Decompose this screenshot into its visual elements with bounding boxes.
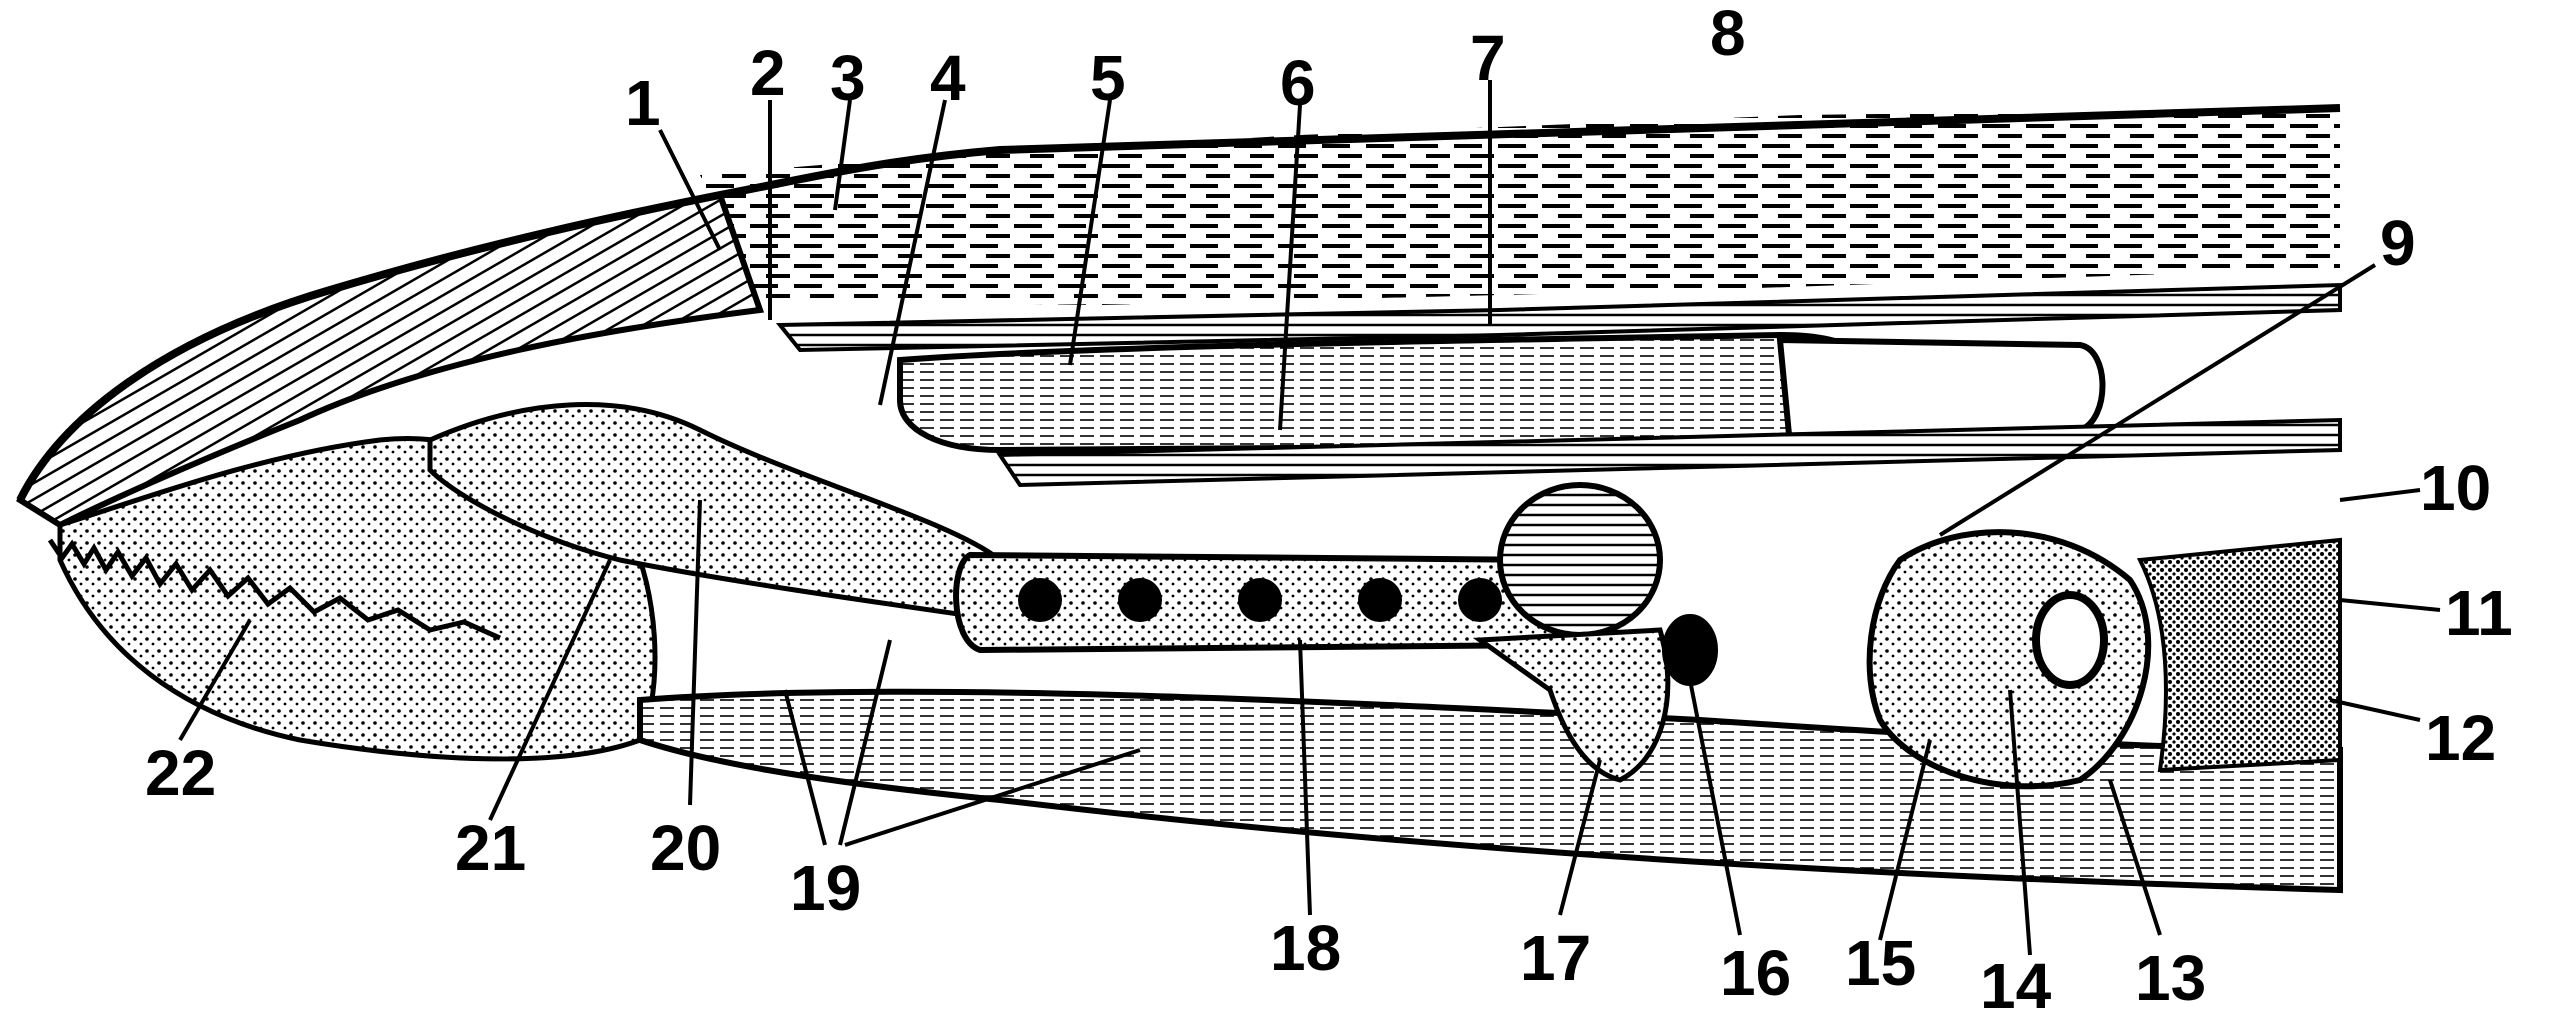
label-5: 5 (1090, 42, 1126, 114)
heart-spiral (1497, 482, 1663, 638)
label-20: 20 (650, 812, 721, 884)
label-3: 3 (830, 42, 866, 114)
leader-19a (783, 689, 827, 846)
gill-pouches (1018, 578, 1502, 622)
label-1: 1 (625, 67, 661, 139)
leader-17 (1558, 759, 1602, 916)
label-9: 9 (2380, 207, 2416, 279)
leader-5 (1068, 99, 1112, 366)
dorsal-stripe-lower (996, 417, 2342, 488)
liver-region (2136, 537, 2342, 773)
label-14: 14 (1980, 950, 2052, 1012)
label-18: 18 (1270, 912, 1341, 984)
leader-12 (2329, 698, 2421, 722)
leader-19b (838, 639, 892, 846)
label-4: 4 (930, 42, 966, 114)
label-7: 7 (1470, 22, 1506, 94)
leader-lines (178, 80, 2441, 956)
label-10: 10 (2420, 452, 2491, 524)
label-21: 21 (455, 812, 526, 884)
leader-10 (2339, 488, 2421, 502)
label-12: 12 (2425, 702, 2496, 774)
label-11: 11 (2445, 577, 2513, 649)
leader-18 (1298, 639, 1312, 916)
label-17: 17 (1520, 922, 1591, 994)
label-6: 6 (1280, 47, 1316, 119)
dorsal-muscle-region (700, 108, 2340, 305)
leader-21 (488, 559, 612, 821)
labels: 1 2 3 4 5 6 7 8 9 10 11 12 13 14 15 16 1… (145, 0, 2513, 1012)
label-8: 8 (1710, 0, 1746, 69)
leader-9 (1938, 263, 2377, 537)
leader-22 (178, 618, 252, 742)
funnel-organ (1472, 627, 1671, 783)
leader-13 (2108, 779, 2162, 936)
leader-1 (658, 129, 722, 251)
leader-19c (844, 748, 1141, 847)
spinal-cord (775, 282, 2342, 353)
posterior-chamber (1866, 529, 2152, 790)
leader-6 (1278, 104, 1302, 431)
leader-3 (833, 99, 852, 211)
label-22: 22 (145, 737, 216, 809)
leader-11 (2339, 598, 2441, 612)
label-16: 16 (1720, 937, 1791, 1009)
label-13: 13 (2135, 942, 2206, 1012)
leader-16 (1688, 679, 1742, 936)
label-2: 2 (750, 37, 786, 109)
oral-teeth (47, 538, 502, 641)
leader-20 (688, 499, 702, 806)
leader-15 (1878, 739, 1932, 941)
label-19: 19 (790, 852, 861, 924)
leader-14 (2008, 689, 2032, 956)
leader-4 (878, 99, 947, 406)
ring-organ (1662, 614, 1718, 686)
notochord (897, 331, 1871, 454)
label-15: 15 (1845, 927, 1916, 999)
inner-vesicle (2032, 591, 2108, 689)
